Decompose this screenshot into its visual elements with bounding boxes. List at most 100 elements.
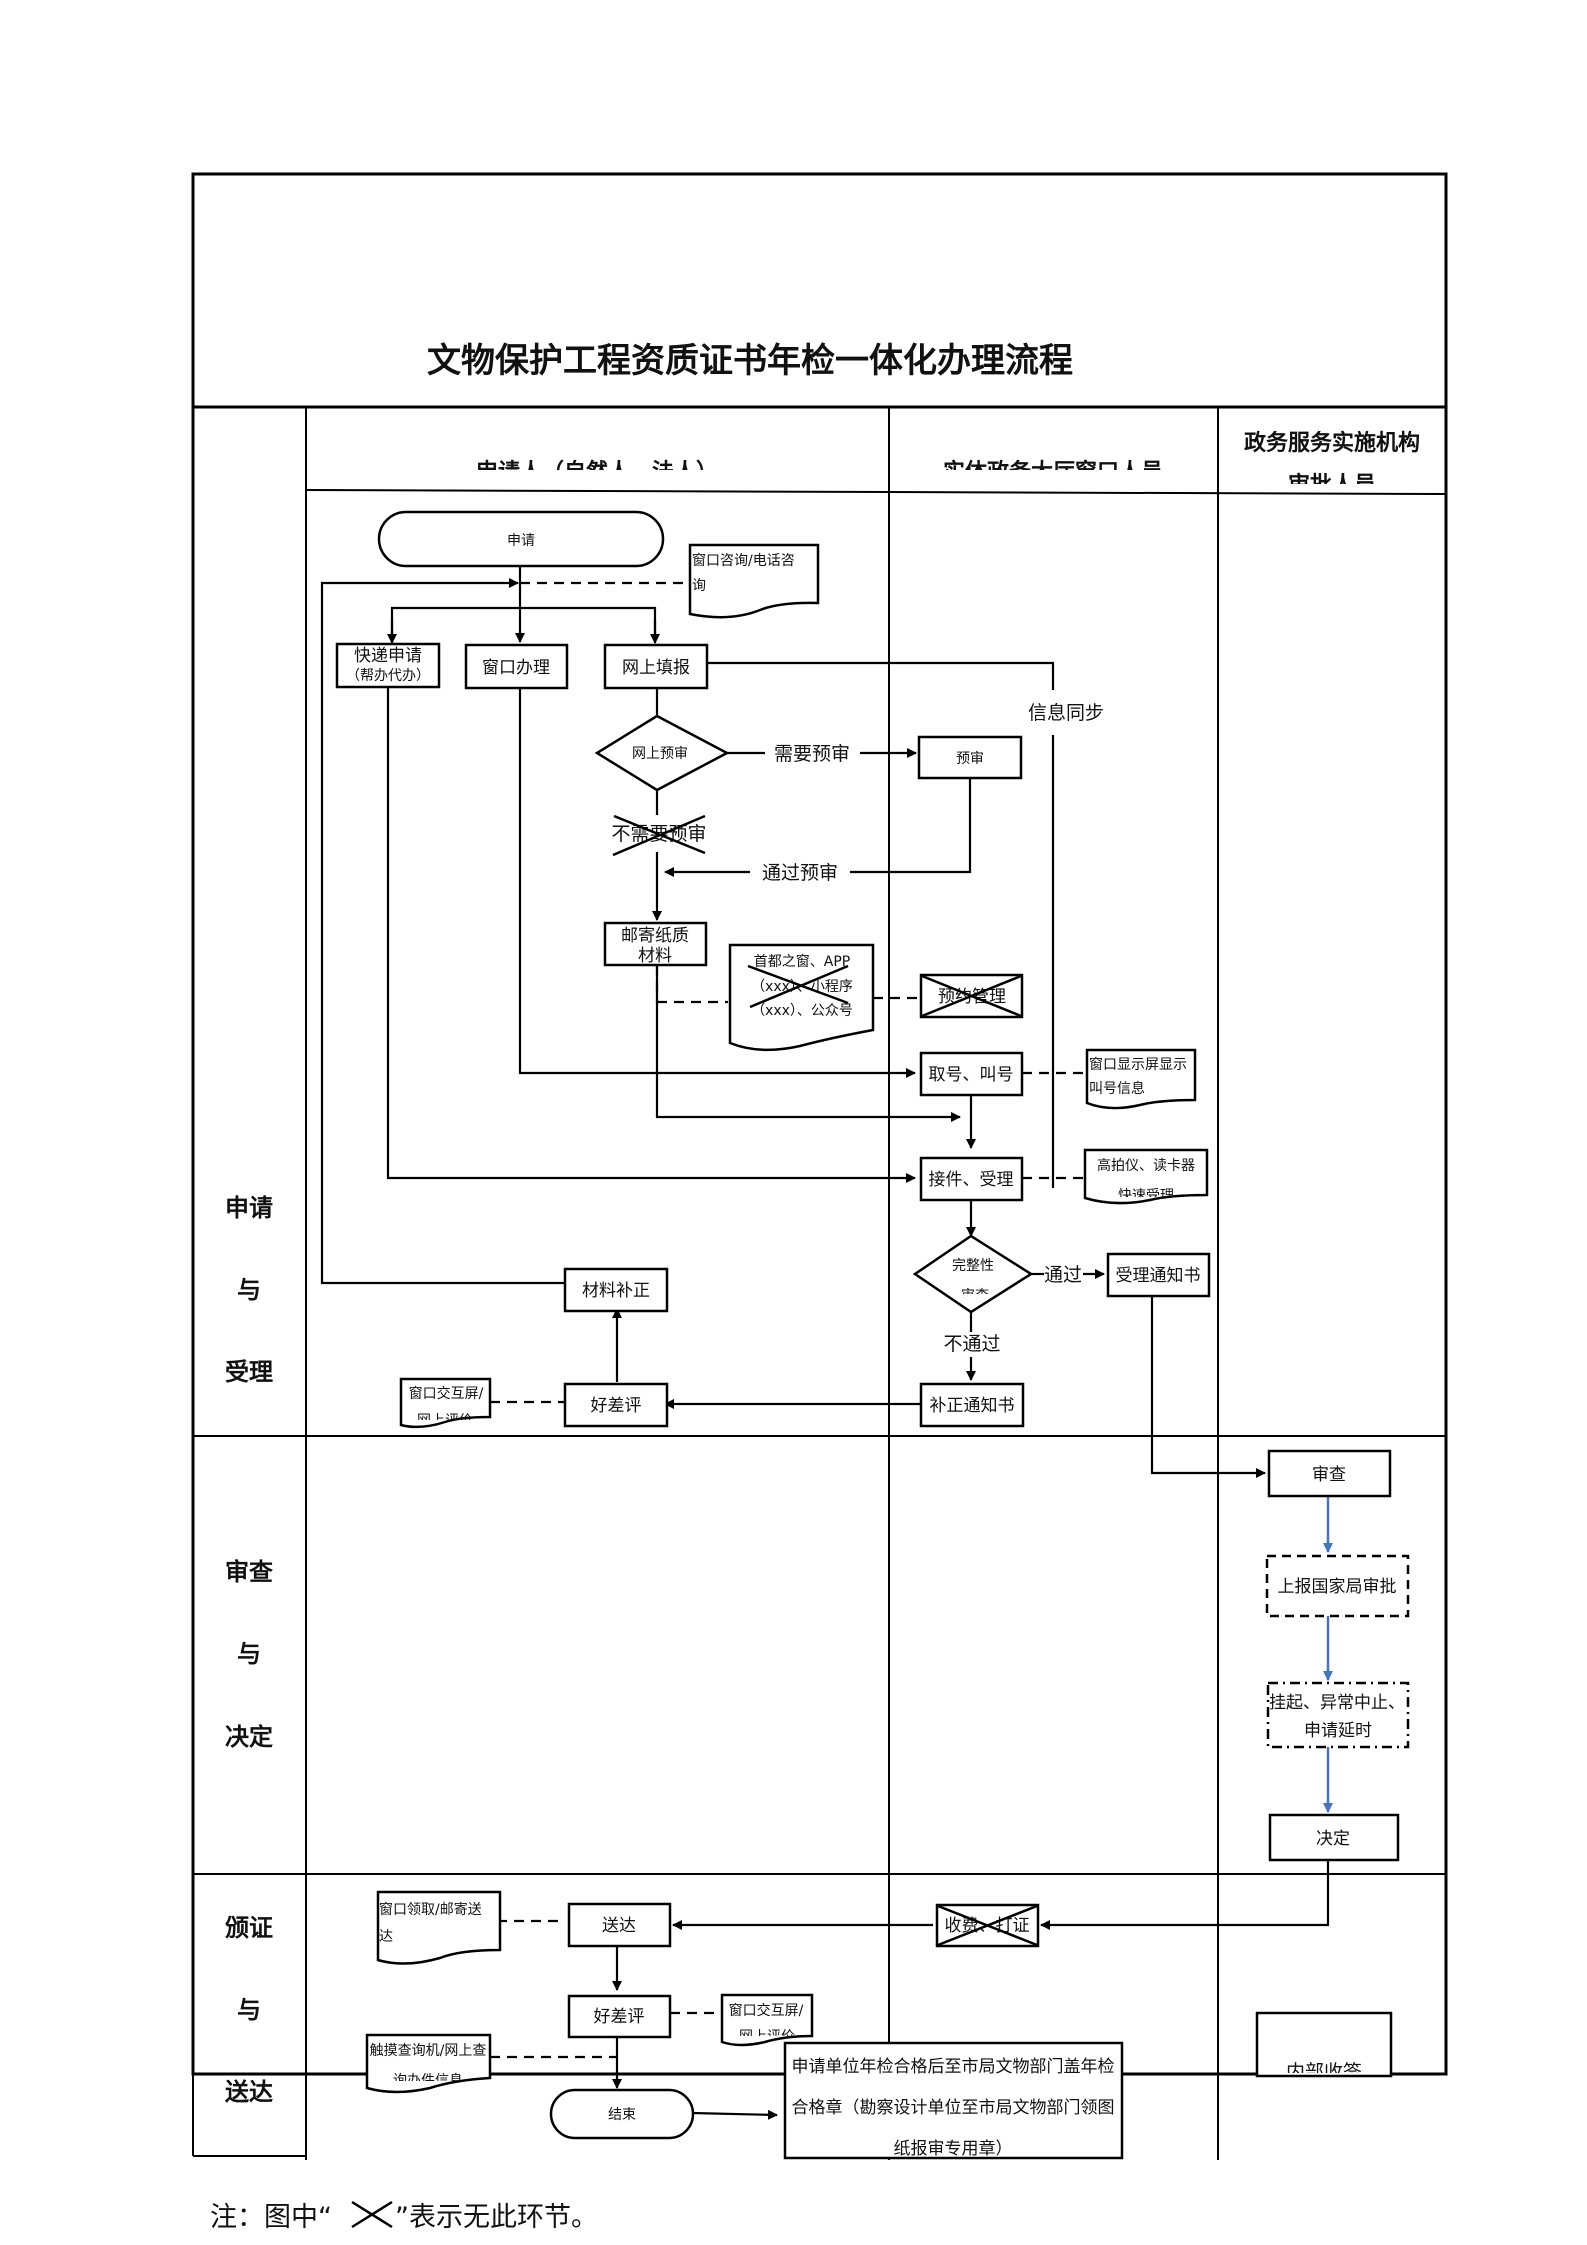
completeness-check-decision: 完整性 审查 [912,1234,1034,1314]
rating-document-1: 窗口交互屏/ 网上评价 [399,1377,492,1429]
deliver-node: 送达 [567,1902,672,1948]
phase-apply: 申请 与 受理 [225,1194,273,1386]
pickup-document: 窗口领取/邮寄送 达 [376,1890,502,1965]
svg-text:送达: 送达 [225,2078,273,2106]
report-state-node: 上报国家局审批 [1265,1554,1410,1618]
phase-issue: 颁证 与 送达 [225,1914,273,2106]
svg-text:受理通知书: 受理通知书 [1116,1266,1201,1286]
cross-icon [749,964,849,1009]
svg-text:与: 与 [237,1640,261,1668]
svg-text:与: 与 [237,1276,261,1304]
lane-header-applicant: 申请人（自然人、法人） [476,459,718,485]
svg-text:窗口显示屏显示: 窗口显示屏显示 [1089,1056,1187,1073]
review-node: 审查 [1267,1449,1392,1498]
svg-text:纸报审专用章）: 纸报审专用章） [894,2139,1013,2159]
rating-document-2: 窗口交互屏/ 网上评价 [720,1993,814,2047]
query-document: 触摸查询机/网上查 询办件信息 [365,2033,492,2094]
svg-text:网上预审: 网上预审 [632,746,688,762]
cross-icon [747,964,849,1005]
svg-text:与: 与 [237,1996,261,2024]
svg-text:”表示无此环节。: ”表示无此环节。 [395,2202,598,2233]
cross-icon [921,974,1022,1018]
svg-text:邮寄纸质: 邮寄纸质 [621,926,689,946]
stamp-note-box: 申请单位年检合格后至市局文物部门盖年检 合格章（勘察设计单位至市局文物部门领图 … [783,2041,1124,2160]
svg-text:上报国家局审批: 上报国家局审批 [1278,1577,1397,1597]
svg-text:快递申请: 快递申请 [354,646,422,666]
svg-text:材料补正: 材料补正 [582,1281,650,1301]
info-sync-label: 信息同步 [1028,702,1104,724]
svg-text:（xxx）、公众号: （xxx）、公众号 [751,1003,853,1019]
table-frame [191,172,1448,2160]
express-apply-node: 快递申请 （帮办代办） [335,642,441,689]
mail-materials-node: 邮寄纸质 材料 [603,921,708,967]
svg-text:窗口领取/邮寄送: 窗口领取/邮寄送 [379,1901,482,1918]
svg-text:（帮办代办）: （帮办代办） [346,668,430,684]
svg-text:合格章（勘察设计单位至市局文物部门领图: 合格章（勘察设计单位至市局文物部门领图 [792,2098,1115,2118]
connectors [320,566,1333,2120]
precheck-node: 预审 [917,735,1023,780]
svg-text:询: 询 [692,578,706,594]
pass-label: 通过 [1044,1264,1082,1286]
svg-text:决定: 决定 [225,1723,273,1751]
svg-text:受理: 受理 [225,1358,273,1386]
svg-text:审查: 审查 [225,1558,273,1586]
svg-text:内部收签: 内部收签 [1286,2061,1362,2083]
pass-precheck-label: 通过预审 [762,862,838,884]
svg-text:完整性: 完整性 [952,1258,994,1274]
page-title: 文物保护工程资质证书年检一体化办理流程 [427,341,1073,381]
svg-text:叫号信息: 叫号信息 [1089,1080,1145,1097]
svg-text:触摸查询机/网上查: 触摸查询机/网上查 [370,2043,487,2059]
lane-header-agency-sub: 审批人员 [1288,472,1376,498]
svg-text:材料: 材料 [638,946,672,966]
svg-text:窗口咨询/电话咨: 窗口咨询/电话咨 [692,552,795,569]
decision-node: 决定 [1268,1813,1400,1862]
scanner-document: 高拍仪、读卡器 快速受理 [1083,1148,1209,1205]
svg-text:决定: 决定 [1316,1829,1350,1849]
svg-text:首都之窗、APP: 首都之窗、APP [754,953,850,970]
appointment-node-crossed: 预约管理 [919,973,1024,1019]
need-precheck-label: 需要预审 [774,743,850,765]
svg-text:询办件信息: 询办件信息 [393,2072,463,2089]
svg-text:预审: 预审 [956,751,984,767]
suspend-node: 挂起、异常中止、 申请延时 [1266,1681,1410,1749]
display-document: 窗口显示屏显示 叫号信息 [1085,1048,1197,1110]
take-number-node: 取号、叫号 [919,1051,1024,1097]
svg-text:送达: 送达 [602,1916,636,1936]
online-precheck-decision: 网上预审 [594,714,730,792]
svg-text:申请延时: 申请延时 [1304,1721,1372,1741]
svg-text:审查: 审查 [961,1288,989,1304]
svg-text:快速受理: 快速受理 [1118,1188,1174,1204]
no-precheck-label-crossed: 不需要预审 [611,814,707,857]
svg-text:注：图中“: 注：图中“ [210,2202,332,2233]
svg-text:高拍仪、读卡器: 高拍仪、读卡器 [1097,1157,1195,1174]
svg-text:网上评价: 网上评价 [417,1413,473,1429]
svg-text:申请: 申请 [507,533,535,549]
svg-text:申请单位年检合格后至市局文物部门盖年检: 申请单位年检合格后至市局文物部门盖年检 [792,2057,1115,2077]
rating-node-2: 好差评 [567,1994,672,2039]
accept-notice-node: 受理通知书 [1106,1252,1211,1298]
svg-text:审查: 审查 [1312,1465,1346,1485]
svg-text:网上评价: 网上评价 [739,2029,795,2045]
svg-text:窗口交互屏/: 窗口交互屏/ [409,1385,484,1402]
start-node: 申请 [377,510,665,568]
correction-notice-node: 补正通知书 [919,1382,1025,1428]
cross-icon [937,1904,1038,1947]
fee-print-node-crossed: 收费、打证 [935,1903,1040,1948]
online-fill-node: 网上填报 [603,643,709,690]
portal-document-crossed: 首都之窗、APP （xxx）、小程序 （xxx）、公众号 [728,943,875,1052]
lane-header-agency: 政务服务实施机构 [1244,430,1420,456]
svg-text:窗口办理: 窗口办理 [482,658,550,678]
rating-node-1: 好差评 [563,1382,669,1428]
window-handle-node: 窗口办理 [464,643,569,690]
lane-header-window: 实体政务大厅窗口人员 [943,459,1163,485]
svg-text:结束: 结束 [608,2107,636,2123]
svg-text:取号、叫号: 取号、叫号 [929,1065,1014,1085]
svg-text:补正通知书: 补正通知书 [930,1396,1015,1416]
svg-text:网上填报: 网上填报 [622,658,690,678]
consult-document: 窗口咨询/电话咨 询 [688,543,820,619]
svg-text:申请: 申请 [225,1194,273,1222]
footnote: 注：图中“ ”表示无此环节。 [210,2200,598,2233]
end-node: 结束 [549,2088,695,2140]
svg-text:达: 达 [379,1929,393,1945]
